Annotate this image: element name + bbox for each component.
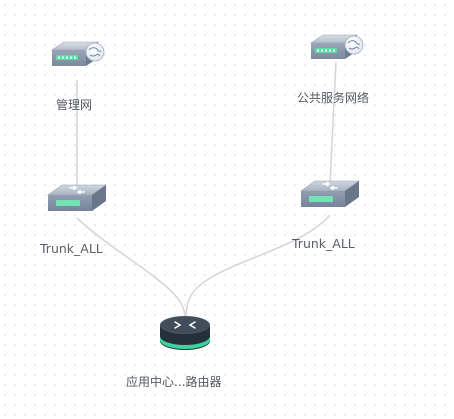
node-label-mgmt-net: 管理网 bbox=[56, 98, 93, 112]
node-mgmt-net[interactable] bbox=[51, 41, 105, 66]
network-server-icon bbox=[51, 41, 105, 66]
node-label-trunk-right: Trunk_ALL bbox=[292, 236, 355, 251]
node-public-net[interactable] bbox=[310, 34, 364, 59]
node-router[interactable] bbox=[160, 316, 210, 350]
link-public-to-trunk-right bbox=[329, 61, 337, 185]
link-trunk-right-to-router bbox=[185, 214, 331, 319]
links-layer bbox=[76, 61, 337, 319]
node-label-router: 应用中心...路由器 bbox=[126, 375, 222, 389]
node-trunk-left[interactable] bbox=[47, 184, 107, 211]
node-trunk-right[interactable] bbox=[300, 180, 360, 207]
node-label-trunk-left: Trunk_ALL bbox=[40, 241, 103, 256]
switch-icon bbox=[300, 180, 360, 207]
node-label-public-net: 公共服务网络 bbox=[297, 91, 370, 105]
network-server-icon bbox=[310, 34, 364, 59]
link-trunk-left-to-router bbox=[76, 217, 186, 319]
switch-icon bbox=[47, 184, 107, 211]
router-icon bbox=[160, 316, 210, 350]
